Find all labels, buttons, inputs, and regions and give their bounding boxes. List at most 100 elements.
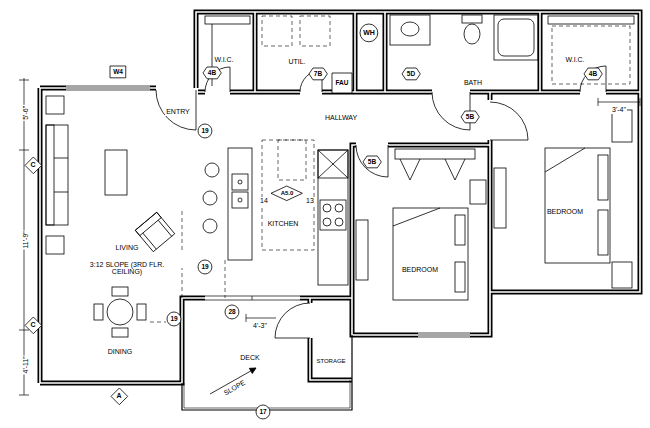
tag-text: 5B <box>466 114 474 121</box>
door-swing-part <box>432 92 470 130</box>
callout-number-shape <box>198 260 212 274</box>
bedroom-furniture-part <box>545 148 585 172</box>
dimension-holder: 4'-11" <box>14 355 22 374</box>
grid-marker: C <box>25 157 42 174</box>
tag-text: WH <box>363 29 375 36</box>
kitchen-fixture-part <box>232 192 248 208</box>
room-name-holder: STORAGE <box>315 349 346 356</box>
room-name-holder: W.I.C. <box>564 48 585 56</box>
grid-marker-shape <box>25 317 42 334</box>
door-tag-shape <box>461 111 479 123</box>
dashed-outline-part <box>300 16 330 46</box>
slope-note: SLOPE <box>222 378 248 397</box>
window-part <box>418 333 470 337</box>
room-name: W.I.C. <box>564 56 585 64</box>
living-furniture-part <box>46 125 68 225</box>
bedroom-furniture-part <box>545 148 610 263</box>
window-part <box>66 86 150 90</box>
tag-text: 5D <box>407 71 415 78</box>
living-furniture-part <box>135 212 174 251</box>
room-name: LIVING <box>115 244 140 252</box>
closet-shelf <box>205 16 634 86</box>
door-tag: 4B <box>584 68 602 80</box>
kitchen-fixture-part <box>335 218 343 226</box>
dimension-holder: 5'-6" <box>14 105 22 121</box>
bath-fixture-part <box>401 22 419 36</box>
living-furniture-part <box>135 212 174 251</box>
deck-railing-part <box>182 335 352 410</box>
dining-furniture-part <box>107 299 133 325</box>
door-swing-part <box>275 303 310 338</box>
kitchen-fixture-part <box>335 204 343 212</box>
room-name-holder: UTIL. <box>287 50 306 58</box>
dashed-outline-part <box>278 140 306 180</box>
kitchen-fixture-part <box>203 191 217 205</box>
kitchen-fixture-part <box>318 150 348 178</box>
slope-arrow-part <box>249 368 256 374</box>
room-name: W.I.C. <box>213 56 234 64</box>
ceiling-note: 3:12 SLOPE (3RD FLR. CEILING) <box>87 261 167 276</box>
deck-railing-part <box>184 380 350 408</box>
grid-marker-shape <box>111 388 128 405</box>
kitchen-fixture-part <box>205 163 219 177</box>
bath-fixture-part <box>462 15 482 23</box>
room-name: BEDROOM <box>401 266 439 274</box>
window-tag: W4 <box>110 66 126 78</box>
detail-number-holder: 13 <box>305 189 315 197</box>
callout-number-shape <box>225 305 239 319</box>
tag-text: 19 <box>201 264 208 271</box>
room-name: STORAGE <box>315 358 346 365</box>
room-name-holder: BEDROOM <box>546 200 584 208</box>
room-name: BEDROOM <box>546 208 584 216</box>
living-furniture-part <box>46 96 64 114</box>
grid-marker-shape <box>25 157 42 174</box>
tag-text: W4 <box>113 69 123 76</box>
dimension: 3'-4" <box>611 106 627 114</box>
callout-number: 17 <box>256 405 270 419</box>
dimension-line <box>19 78 640 395</box>
room-name-holder: LIVING <box>115 236 140 244</box>
room-name-holder: DINING <box>107 340 134 348</box>
door-tag: 5B <box>461 111 479 123</box>
wall-part <box>40 12 640 383</box>
bath-fixture <box>390 15 538 60</box>
room-name-holder: KITCHEN <box>267 212 300 220</box>
callout-number: 19 <box>167 312 181 326</box>
door-tag: 7B <box>309 68 327 80</box>
door-tag-shape <box>402 68 420 80</box>
room-name: KITCHEN <box>267 220 300 228</box>
callout-number: 28 <box>225 305 239 319</box>
bedroom-furniture-part <box>356 220 368 280</box>
dimension: 4'-3" <box>252 322 268 330</box>
grid-marker: A <box>111 388 128 405</box>
room-name-holder: ENTRY <box>165 100 191 108</box>
bedroom-furniture-part <box>612 110 632 142</box>
door-swing-part <box>490 102 528 140</box>
tag-text: A <box>116 392 121 399</box>
grid-marker: C <box>25 317 42 334</box>
door-swing-part <box>580 66 606 92</box>
door-tag: 5B <box>363 156 381 168</box>
dining-furniture <box>94 287 146 337</box>
wall-part <box>40 12 640 383</box>
dining-furniture-part <box>112 287 128 296</box>
wall <box>40 12 640 383</box>
kitchen-fixture-part <box>228 148 252 260</box>
room-name-holder: BATH <box>463 71 483 79</box>
kitchen-fixture-part <box>318 150 348 178</box>
closet-shelf-part <box>548 16 634 24</box>
door-swing <box>156 66 606 338</box>
bedroom-furniture-part <box>393 208 468 300</box>
bedroom-furniture-part <box>598 210 608 255</box>
living-furniture-part <box>143 220 172 249</box>
furnace-unit-shape <box>332 73 352 93</box>
dimension-holder: 3'-4" <box>611 98 627 106</box>
bedroom-furniture-part <box>494 168 506 228</box>
kitchen-fixture-part <box>318 150 348 285</box>
bedroom-furniture-part <box>455 262 465 292</box>
bath-fixture-part <box>494 15 538 60</box>
door-tag: 5D <box>402 68 420 80</box>
room-name: DINING <box>107 348 134 356</box>
dimension: 11'-9" <box>22 230 30 249</box>
dimension: 5'-6" <box>22 105 30 121</box>
